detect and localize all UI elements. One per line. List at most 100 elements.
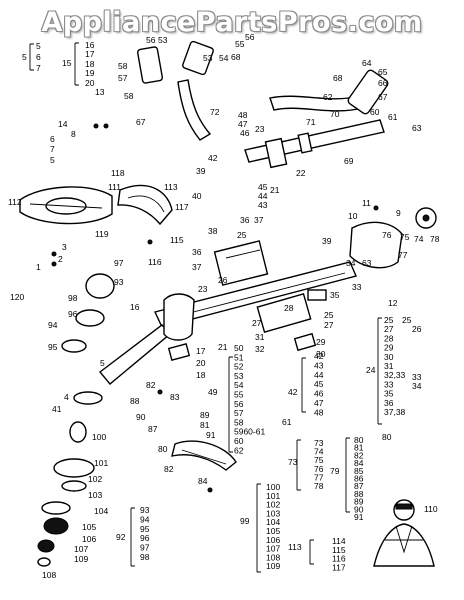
list-item-24: 30 [384, 352, 394, 362]
list-item-24: 28 [384, 333, 394, 343]
callout-91: 91 [206, 430, 216, 440]
callout-17: 17 [196, 346, 206, 356]
list-item-73: 78 [314, 481, 324, 491]
callout-55: 55 [235, 39, 245, 49]
callout-70: 70 [330, 109, 340, 119]
list-side-l24_side_a: 25 [402, 315, 412, 325]
list-item-99: 101 [266, 491, 280, 501]
callout-21: 21 [218, 342, 228, 352]
list-item-79: 88 [354, 489, 364, 499]
list-item-79: 89 [354, 497, 364, 507]
callout-88: 88 [130, 396, 140, 406]
callout-11: 11 [362, 198, 371, 208]
callout-26: 26 [218, 275, 228, 285]
callout-46: 46 [240, 128, 250, 138]
list-item-49: 50 [234, 343, 244, 353]
watermark-text: AppliancePartsPros.com [41, 6, 423, 38]
callout-110: 110 [424, 504, 438, 514]
callout-8: 8 [71, 129, 76, 139]
callout-61: 61 [388, 112, 398, 122]
callout-112: 112 [8, 197, 22, 207]
callout-5: 5 [36, 41, 41, 51]
grass-guard [117, 184, 173, 226]
callout-4: 4 [64, 392, 69, 402]
callout-39: 39 [322, 236, 332, 246]
trimmer-head [19, 186, 113, 225]
list-item-49: 5960-61 [234, 427, 265, 437]
callout-56: 56 [146, 35, 156, 45]
list-key-73: 73 [288, 457, 298, 467]
callout-3: 3 [62, 242, 67, 252]
callout-36: 36 [240, 215, 250, 225]
callout-13: 13 [95, 87, 105, 97]
callout-63: 63 [412, 123, 422, 133]
shaft-bracket [163, 293, 195, 361]
callout-6: 6 [36, 52, 41, 62]
list-item-49: 54 [234, 380, 244, 390]
callout-35: 35 [330, 290, 340, 300]
callout-72: 72 [210, 107, 220, 117]
list-item-49: 58 [234, 417, 244, 427]
list-item-99: 103 [266, 508, 280, 518]
list-item-49: 62 [234, 445, 244, 455]
callout-113: 113 [164, 182, 178, 192]
callout-31: 31 [255, 332, 265, 342]
list-item-49: 56 [234, 399, 244, 409]
callout-34: 34 [346, 258, 356, 268]
list-item-79: 80 [354, 435, 364, 445]
callout-58: 58 [118, 61, 128, 71]
callout-20: 20 [85, 78, 95, 88]
callout-111: 111 [108, 182, 121, 192]
list-item-79: 82 [354, 450, 364, 460]
operator-figure [373, 499, 435, 567]
list-item-24: 35 [384, 389, 394, 399]
callout-93: 93 [114, 277, 124, 287]
list-item-49: 53 [234, 371, 244, 381]
list-item-24: 36 [384, 398, 394, 408]
leader-lines [29, 42, 382, 573]
callout-64: 64 [362, 58, 372, 68]
callout-21: 21 [270, 185, 280, 195]
list-item-42: 46 [314, 389, 324, 399]
watermark-header: AppliancePartsPros.com [0, 0, 464, 44]
list-item-99: 106 [266, 535, 280, 545]
list-key-92: 92 [116, 532, 126, 542]
callout-44: 44 [258, 191, 268, 201]
callout-60: 60 [370, 107, 380, 117]
callout-18: 18 [196, 370, 206, 380]
list-item-42: 48 [314, 407, 324, 417]
callout-107: 107 [74, 544, 88, 554]
callout-27: 27 [252, 318, 262, 328]
list-item-24: 32,33 [384, 370, 406, 380]
callout-48: 48 [238, 110, 248, 120]
list-item-99: 102 [266, 500, 280, 510]
callout-57: 57 [118, 73, 128, 83]
callout-17: 17 [85, 49, 95, 59]
list-item-99: 104 [266, 517, 280, 527]
callout-5: 5 [50, 155, 55, 165]
list-key-113: 113 [288, 542, 302, 552]
list-item-73: 77 [314, 472, 324, 482]
list-item-113: 116 [332, 554, 346, 564]
list-key-42: 42 [288, 387, 298, 397]
callout-38: 38 [208, 226, 218, 236]
callout-68: 68 [231, 52, 241, 62]
callout-89: 89 [200, 410, 210, 420]
callout-98: 98 [68, 293, 78, 303]
list-item-24: 37,38 [384, 407, 406, 417]
callout-7: 7 [50, 144, 55, 154]
callout-30: 30 [316, 349, 326, 359]
drive-shaft [98, 261, 357, 385]
callout-95: 95 [48, 342, 58, 352]
callout-67: 67 [136, 117, 146, 127]
upper-shaft [244, 119, 385, 169]
callout-116: 116 [148, 257, 162, 267]
callout-25: 25 [324, 310, 334, 320]
list-item-49: 60 [234, 436, 244, 446]
spool-stack [37, 391, 103, 567]
list-item-92: 94 [140, 514, 150, 524]
callout-45: 45 [258, 182, 268, 192]
callout-102: 102 [88, 474, 102, 484]
callout-47: 47 [238, 119, 248, 129]
list-key-99: 99 [240, 516, 250, 526]
